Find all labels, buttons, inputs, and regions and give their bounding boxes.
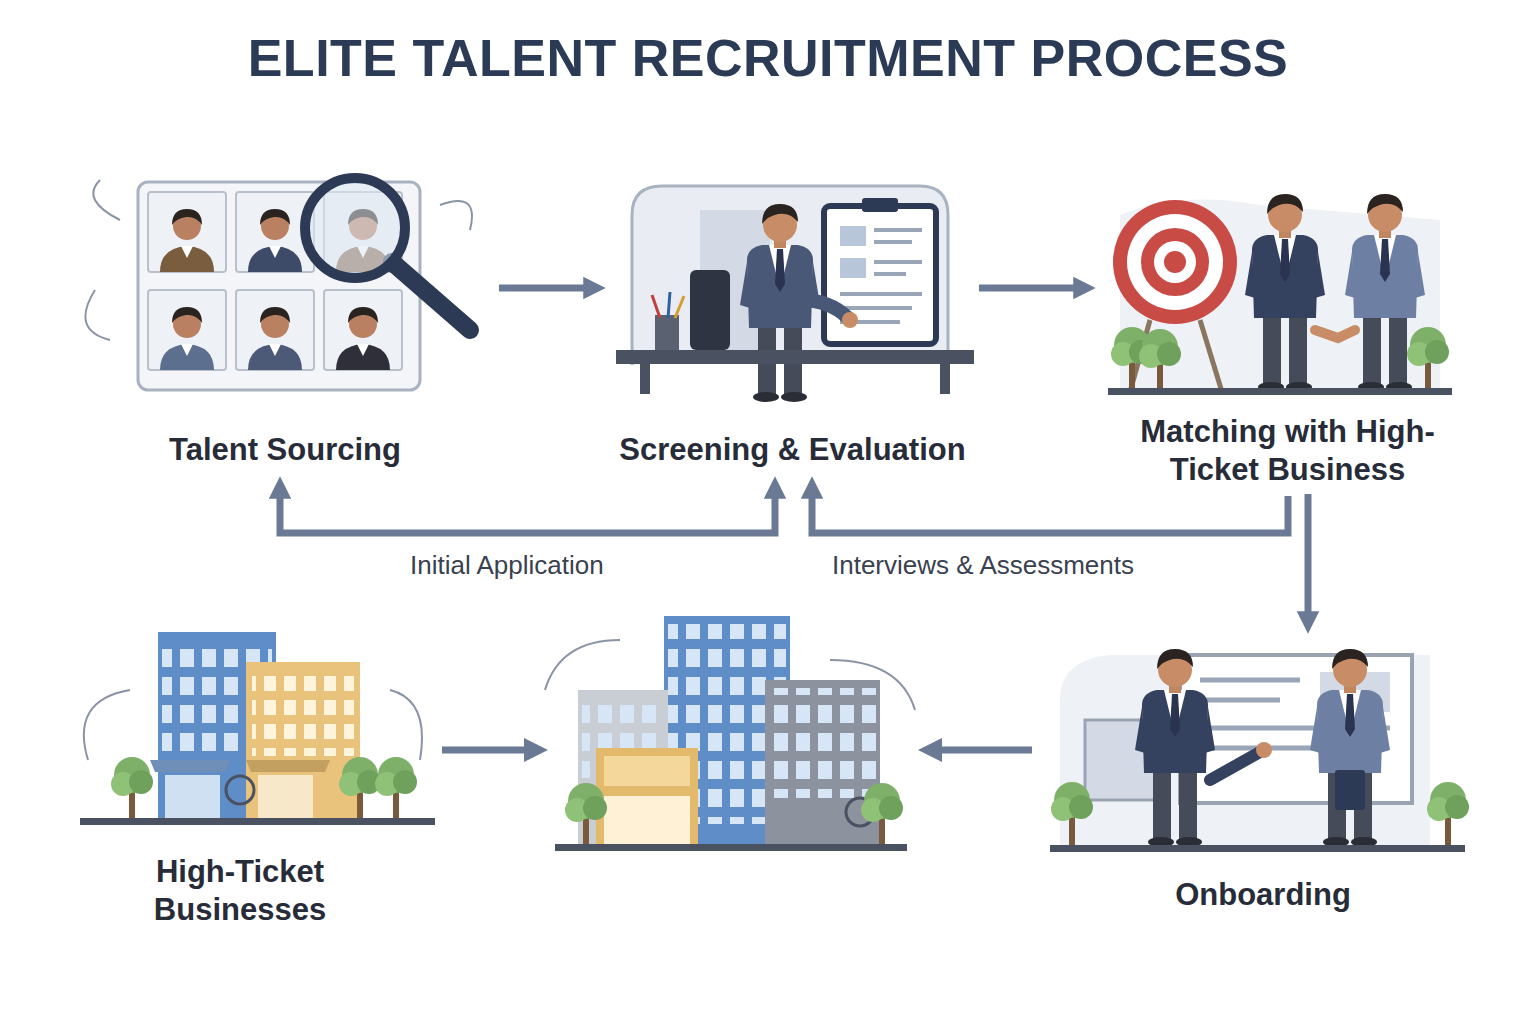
stage-label: Screening & Evaluation <box>619 431 965 470</box>
flow-arrow <box>812 492 1288 533</box>
stage-label: Talent Sourcing <box>169 431 401 470</box>
stage-label: High-Ticket Businesses <box>90 853 390 931</box>
stage-label: Matching with High-Ticket Business <box>1108 413 1468 491</box>
stage-node: Onboarding <box>1058 640 1468 915</box>
flow-arrow <box>499 285 590 292</box>
stage-node: High-Ticket Businesses <box>50 620 430 930</box>
flow-arrow <box>1305 494 1312 618</box>
stage-label: Onboarding <box>1175 876 1351 915</box>
stage-node: Talent Sourcing <box>75 160 495 470</box>
flow-arrow <box>280 492 775 533</box>
edge-label: Initial Application <box>404 550 610 581</box>
diagram-title: ELITE TALENT RECRUITMENT PROCESS <box>0 28 1536 88</box>
edge-label: Interviews & Assessments <box>826 550 1140 581</box>
stage-node: Screening & Evaluation <box>610 160 975 470</box>
flow-arrow <box>979 285 1080 292</box>
stage-node: Matching with High-Ticket Business <box>1100 170 1475 490</box>
